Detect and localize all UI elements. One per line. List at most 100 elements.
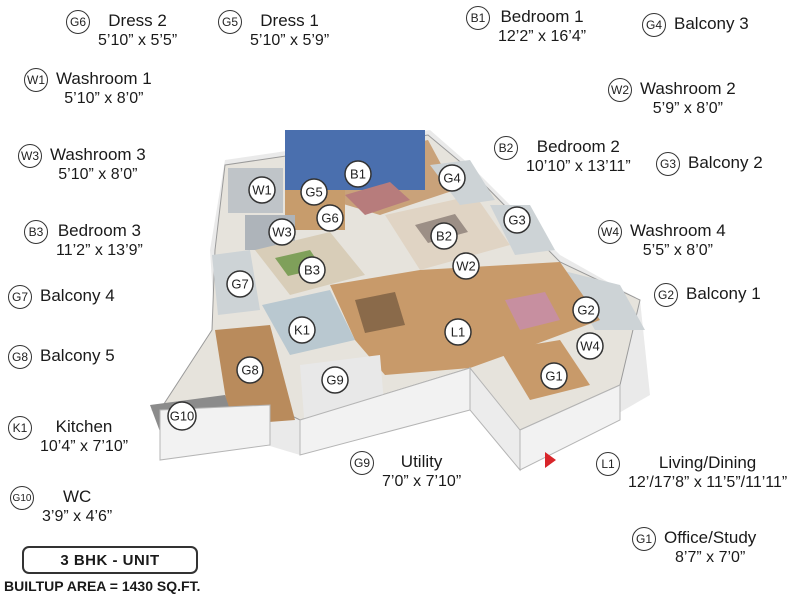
plan-marker-circle [236,356,264,384]
plan-marker-label: W4 [580,339,600,354]
plan-marker-label: B3 [304,263,320,278]
legend-g2: G2 Balcony 1 [654,283,761,307]
room-name: Dress 2 [108,11,167,30]
badge-icon: G3 [656,152,680,176]
plan-marker-b3: B3 [298,256,326,284]
plan-marker-circle [288,316,316,344]
plan-marker-g7: G7 [226,270,254,298]
dining-table [355,292,405,333]
unit-type-label: 3 BHK - UNIT [22,546,198,574]
plan-marker-label: G9 [326,373,343,388]
room-dims: 11’2” x 13’9” [56,242,143,259]
badge-icon: G8 [8,345,32,369]
plan-marker-b1: B1 [344,160,372,188]
plan-marker-circle [167,401,197,431]
plan-marker-circle [438,164,466,192]
room-dims: 5’9” x 8’0” [652,100,723,117]
room-dims: 10’4” x 7’10” [40,438,129,455]
room-dims: 5’10” x 5’9” [250,32,330,49]
room-dims: 3’9” x 4’6” [42,508,113,525]
plan-marker-label: G6 [321,211,338,226]
room-name: Balcony 5 [40,346,115,365]
plan-marker-circle [572,296,600,324]
room-dims: 5’5” x 8’0” [642,242,713,259]
badge-icon: G1 [632,527,656,551]
badge-icon: G6 [66,10,90,34]
legend-g6: G6 Dress 2 5’10” x 5’5” [66,10,177,51]
legend-g4: G4 Balcony 3 [642,13,749,37]
room-name: Living/Dining [658,453,757,472]
room-name: Washroom 1 [56,69,152,88]
room-dims: 8’7” x 7’0” [675,549,746,566]
room-name: Bedroom 3 [57,221,142,240]
legend-g7: G7 Balcony 4 [8,285,115,309]
plan-marker-label: G1 [545,369,562,384]
entry-arrow-icon [545,452,556,468]
plan-marker-b2: B2 [430,222,458,250]
plan-marker-circle [430,222,458,250]
plan-marker-label: G8 [241,363,258,378]
legend-w3: W3 Washroom 3 5’10” x 8’0” [18,144,146,185]
room-dims: 5’10” x 8’0” [58,166,138,183]
badge-icon: G9 [350,451,374,475]
room-name: WC [62,487,92,506]
plan-marker-circle [268,218,296,246]
plan-marker-circle [444,318,472,346]
living-sofa [505,292,560,330]
legend-g8: G8 Balcony 5 [8,345,115,369]
plan-marker-g4: G4 [438,164,466,192]
room-dims: 5’10” x 5’5” [98,32,178,49]
plan-marker-circle [316,204,344,232]
room-living-dining-floor [330,262,600,375]
plan-marker-circle [540,362,568,390]
badge-icon: W3 [18,144,42,168]
plan-marker-g8: G8 [236,356,264,384]
plan-marker-label: G3 [508,213,525,228]
plan-marker-label: G10 [170,409,195,424]
plan-marker-circle [503,206,531,234]
badge-icon: L1 [596,452,620,476]
plan-marker-g2: G2 [572,296,600,324]
plan-marker-g6: G6 [316,204,344,232]
room-dims: 5’10” x 8’0” [64,90,144,107]
room-balcony-1 [560,270,645,330]
room-name: Bedroom 1 [500,7,584,26]
plan-marker-circle [300,178,328,206]
plan-marker-g5: G5 [300,178,328,206]
plan-marker-label: G5 [305,185,322,200]
room-name: Office/Study [664,528,757,547]
plan-marker-g1: G1 [540,362,568,390]
room-name: Utility [400,452,443,471]
plan-marker-g3: G3 [503,206,531,234]
room-name: Washroom 3 [50,145,146,164]
plan-marker-label: W1 [252,183,272,198]
plan-marker-label: W3 [272,225,292,240]
plan-marker-g9: G9 [321,366,349,394]
legend-g10: G10 WC 3’9” x 4’6” [10,486,112,527]
badge-icon: G4 [642,13,666,37]
room-dims: 10’10” x 13’11” [526,158,631,175]
plan-marker-circle [321,366,349,394]
room-name: Washroom 2 [640,79,736,98]
plan-marker-w1: W1 [248,176,276,204]
badge-icon: G10 [10,486,34,510]
plan-marker-label: B2 [436,229,452,244]
plan-marker-w4: W4 [576,332,604,360]
plan-marker-w3: W3 [268,218,296,246]
badge-icon: B1 [466,6,490,30]
plan-marker-label: B1 [350,167,366,182]
badge-icon: G2 [654,283,678,307]
room-name: Dress 1 [260,11,319,30]
plan-marker-label: G2 [577,303,594,318]
badge-icon: W1 [24,68,48,92]
front-wall-east [519,384,621,471]
